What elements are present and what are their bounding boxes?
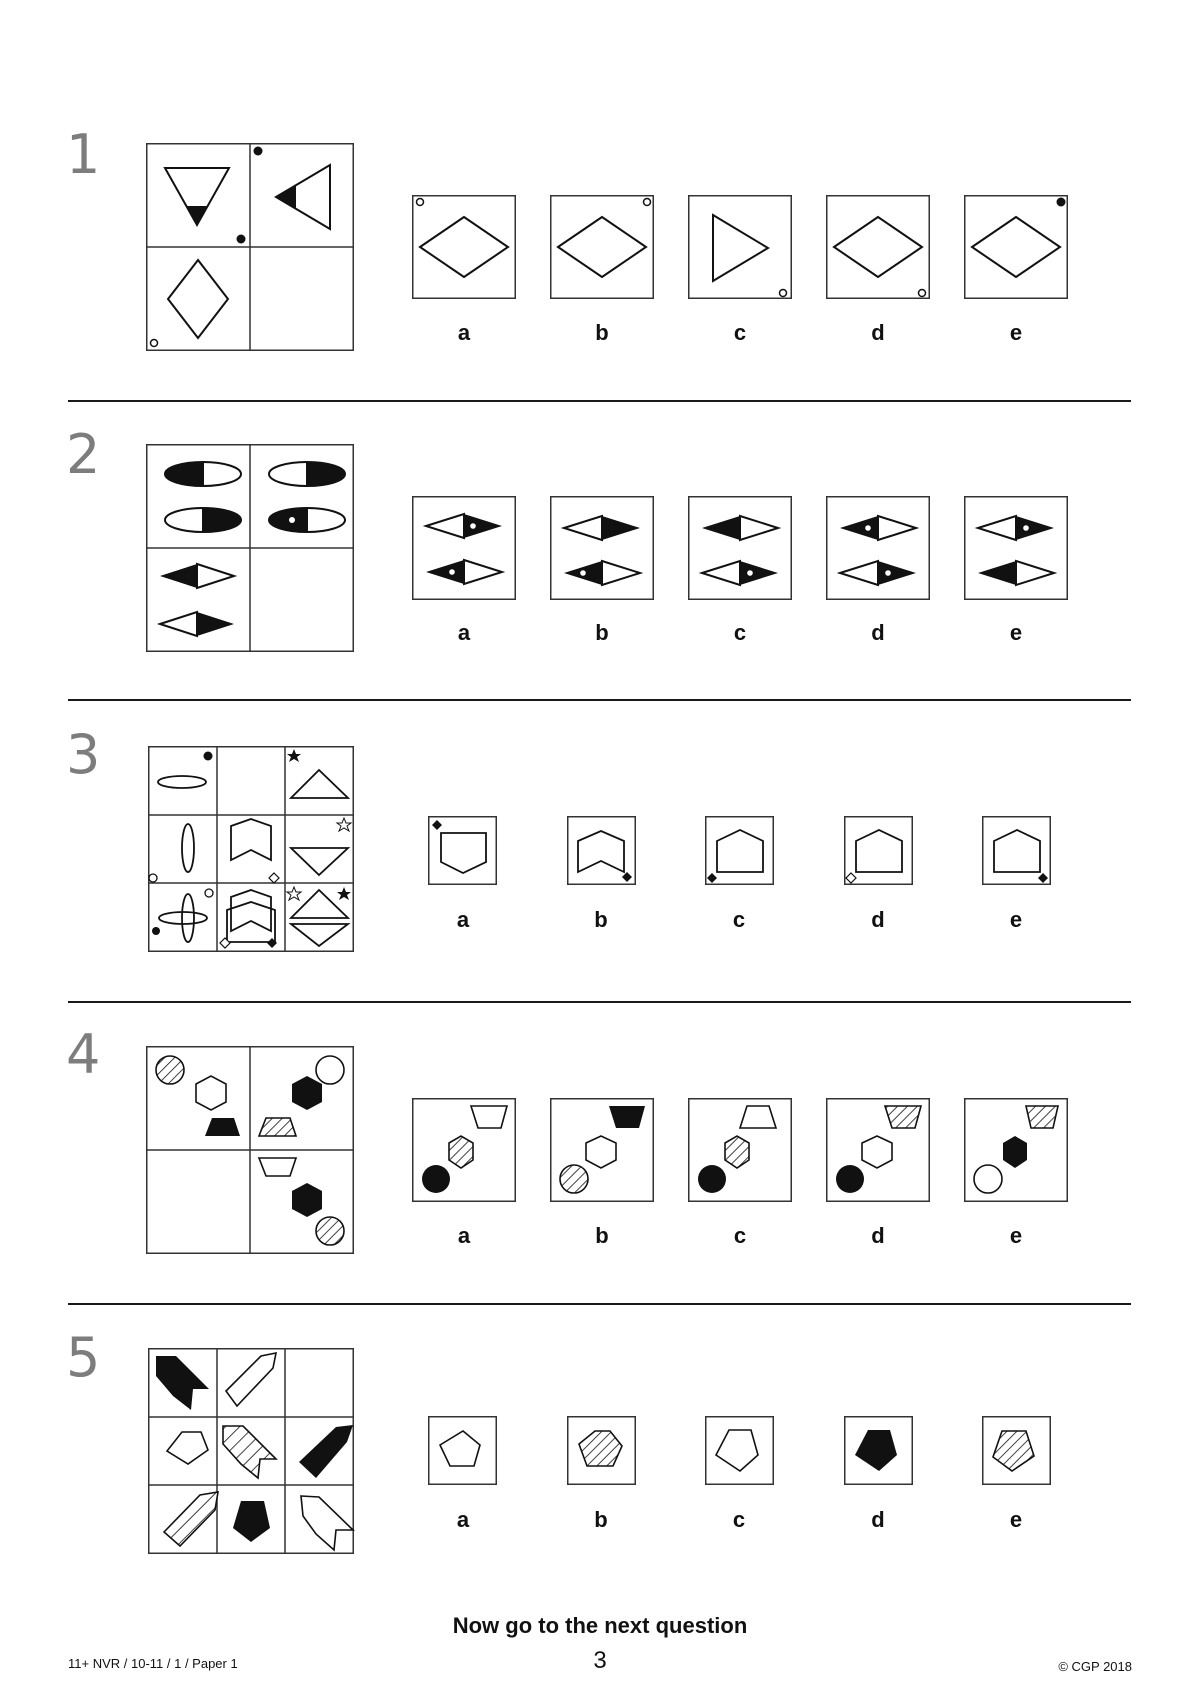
q5-option-d[interactable] [844,1416,913,1485]
q4-label-d: d [871,1223,885,1248]
q1-option-a[interactable] [412,195,516,299]
paper-code: 11+ NVR / 10-11 / 1 / Paper 1 [68,1656,238,1671]
question-number-4: 4 [66,1023,101,1086]
q5-option-b[interactable] [567,1416,636,1485]
q2-option-b[interactable] [550,496,654,600]
q1-puzzle-grid [146,143,354,351]
q2-label-d: d [871,620,885,645]
q4-label-b: b [595,1223,609,1248]
q1-label-c: c [733,320,747,345]
q3-label-b: b [594,907,608,932]
q3-label-a: a [456,907,470,932]
q2-label-c: c [733,620,747,645]
q5-label-d: d [871,1507,885,1532]
q3-label-c: c [732,907,746,932]
q5-option-a[interactable] [428,1416,497,1485]
q2-option-c[interactable] [688,496,792,600]
question-separator [68,1001,1131,1003]
q3-option-a[interactable] [428,816,497,885]
q3-option-c[interactable] [705,816,774,885]
q2-option-d[interactable] [826,496,930,600]
q5-puzzle-grid [148,1348,355,1554]
question-number-3: 3 [66,723,101,786]
q5-label-e: e [1009,1507,1023,1532]
q4-label-c: c [733,1223,747,1248]
q5-label-a: a [456,1507,470,1532]
q5-label-b: b [594,1507,608,1532]
q3-label-d: d [871,907,885,932]
q5-label-c: c [732,1507,746,1532]
q3-option-d[interactable] [844,816,913,885]
q3-option-b[interactable] [567,816,636,885]
page-number: 3 [593,1647,607,1674]
q4-label-a: a [457,1223,471,1248]
q2-label-e: e [1009,620,1023,645]
q5-option-e[interactable] [982,1416,1051,1485]
question-separator [68,699,1131,701]
question-number-5: 5 [66,1326,101,1389]
q2-puzzle-grid [146,444,354,652]
q2-option-a[interactable] [412,496,516,600]
q1-option-d[interactable] [826,195,930,299]
q5-option-c[interactable] [705,1416,774,1485]
q1-option-c[interactable] [688,195,792,299]
q4-option-e[interactable] [964,1098,1068,1202]
q1-label-a: a [457,320,471,345]
q4-option-a[interactable] [412,1098,516,1202]
q4-option-d[interactable] [826,1098,930,1202]
q1-label-d: d [871,320,885,345]
q2-label-a: a [457,620,471,645]
q1-option-b[interactable] [550,195,654,299]
copyright: © CGP 2018 [1058,1659,1132,1674]
q4-option-b[interactable] [550,1098,654,1202]
question-separator [68,1303,1131,1305]
question-separator [68,400,1131,402]
q2-label-b: b [595,620,609,645]
q4-option-c[interactable] [688,1098,792,1202]
question-number-2: 2 [66,423,101,486]
question-number-1: 1 [66,123,101,186]
q3-label-e: e [1009,907,1023,932]
q4-label-e: e [1009,1223,1023,1248]
q2-option-e[interactable] [964,496,1068,600]
q1-label-e: e [1009,320,1023,345]
q3-puzzle-grid [148,746,354,952]
q4-puzzle-grid [146,1046,354,1254]
q1-label-b: b [595,320,609,345]
q3-option-e[interactable] [982,816,1051,885]
q1-option-e[interactable] [964,195,1068,299]
next-question-instruction: Now go to the next question [452,1613,748,1638]
